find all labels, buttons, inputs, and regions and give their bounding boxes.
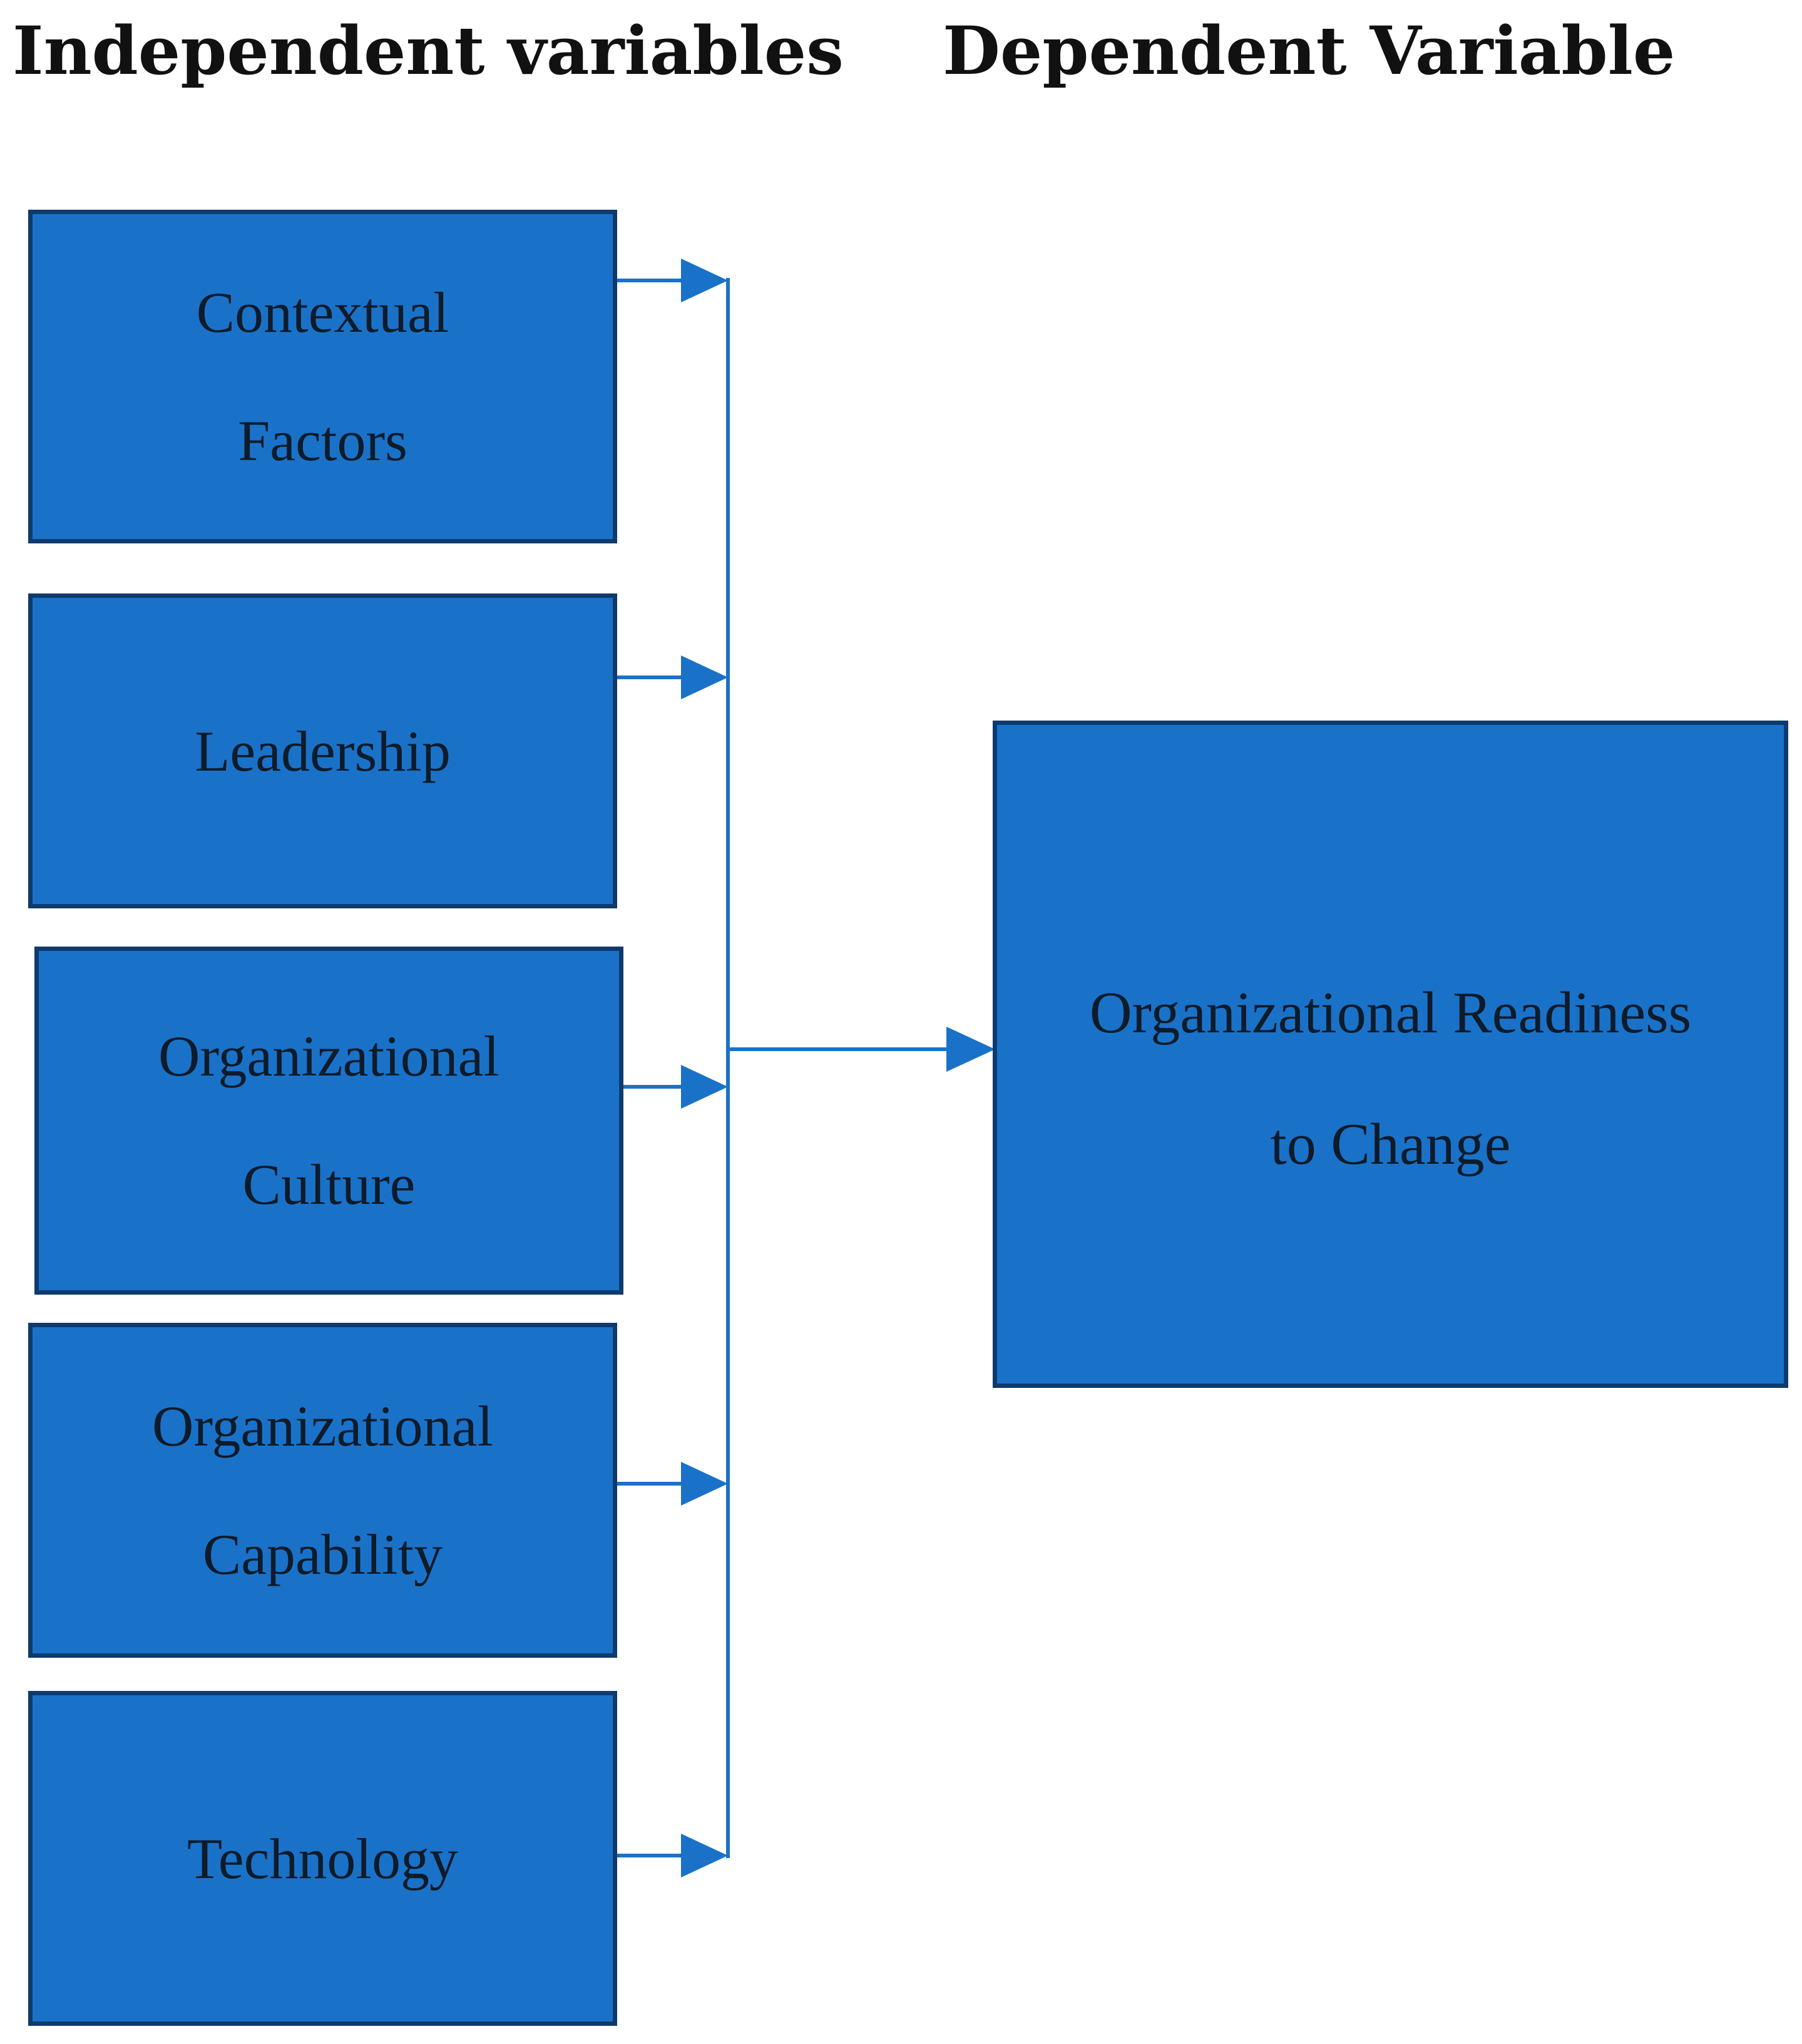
arrowhead-readiness	[946, 1027, 995, 1072]
organizational-capability-box: Organizational Capability	[28, 1323, 617, 1658]
organizational-readiness-to-change-box: Organizational Readiness to Change	[993, 721, 1788, 1388]
technology-box: Technology	[28, 1691, 617, 2026]
box-label-line: Contextual	[196, 280, 449, 344]
box-label-line: Organizational	[158, 1024, 499, 1088]
box-label-line: Technology	[187, 1826, 458, 1891]
box-label-line: Factors	[238, 408, 407, 473]
box-label-line: to Change	[1270, 1112, 1511, 1177]
arrowhead-leadership	[681, 655, 728, 699]
arrowhead-technology	[681, 1834, 728, 1877]
box-label-line: Organizational	[152, 1394, 493, 1458]
leadership-box: Leadership	[28, 593, 617, 908]
independent-variables-heading: Independent variables	[13, 11, 844, 90]
box-label-line: Organizational Readiness	[1089, 980, 1692, 1045]
organizational-culture-box: Organizational Culture	[34, 947, 623, 1295]
arrowhead-capability	[681, 1462, 728, 1506]
box-label-line: Culture	[242, 1153, 416, 1216]
box-label-line: Capability	[202, 1522, 443, 1586]
arrowhead-culture	[681, 1065, 728, 1109]
arrowhead-contextual	[681, 259, 728, 302]
contextual-factors-box: Contextual Factors	[28, 210, 617, 543]
box-label-line: Leadership	[195, 719, 451, 783]
dependent-variable-heading: Dependent Variable	[943, 11, 1676, 90]
